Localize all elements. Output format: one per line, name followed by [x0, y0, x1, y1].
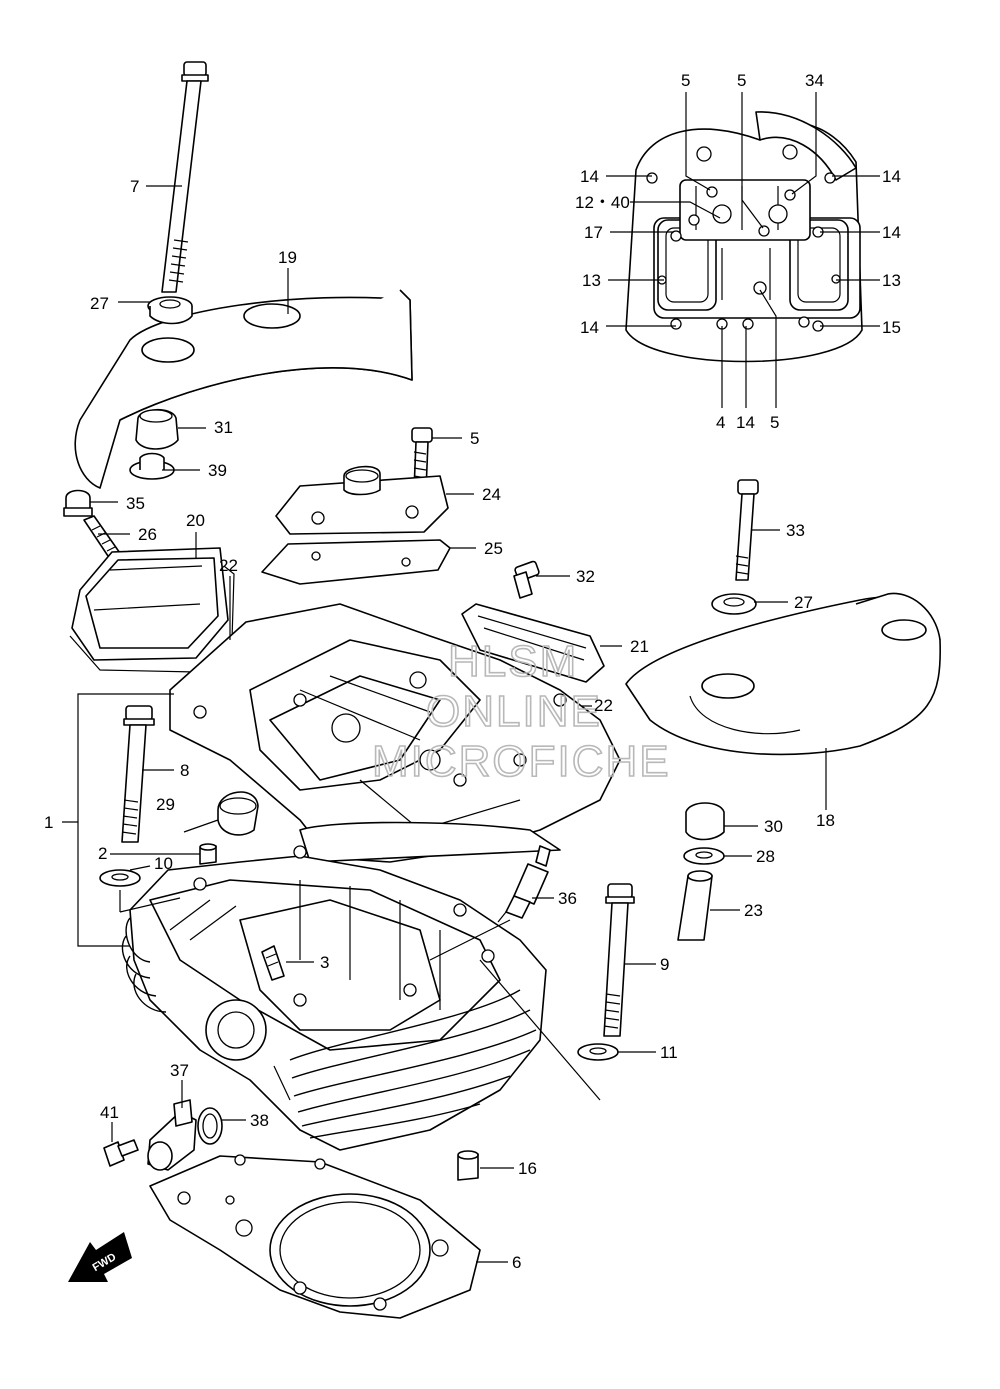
callout-5: 5	[470, 429, 479, 448]
callout-18: 18	[816, 811, 835, 830]
callout-34: 34	[805, 71, 824, 90]
watermark-line-1: HLSM	[448, 637, 578, 686]
callout-39: 39	[208, 461, 227, 480]
bolt-pattern-inset	[625, 111, 863, 363]
breather-gasket-25	[261, 539, 451, 585]
cylinder-head-cover-18	[625, 592, 941, 756]
fwd-arrow-icon	[68, 1232, 132, 1282]
leader-lines	[62, 92, 880, 1263]
callout-15: 15	[882, 318, 901, 337]
callout-23: 23	[744, 901, 763, 920]
callout-5: 5	[770, 413, 779, 432]
long-bolt-7	[161, 61, 209, 293]
callout-5: 5	[737, 71, 746, 90]
callout-2: 2	[98, 844, 107, 863]
collar-23	[677, 870, 713, 941]
callout-13: 13	[882, 271, 901, 290]
callout-14: 14	[882, 223, 901, 242]
callout-38: 38	[250, 1111, 269, 1130]
callout-19: 19	[278, 248, 297, 267]
callout-30: 30	[764, 817, 783, 836]
spark-plug-36	[497, 845, 551, 923]
callout-14: 14	[580, 318, 599, 337]
watermark-line-3: MICROFICHE	[372, 737, 671, 786]
cap-20	[71, 547, 229, 661]
callout-31: 31	[214, 418, 233, 437]
breather-cover-24	[275, 465, 449, 535]
callout-5: 5	[681, 71, 690, 90]
collar-39	[129, 452, 175, 480]
cylinder-head	[121, 845, 547, 1151]
dowel-16	[457, 1150, 479, 1181]
callout-29: 29	[156, 795, 175, 814]
callout-7: 7	[130, 177, 139, 196]
union-37	[147, 1099, 197, 1171]
callout-33: 33	[786, 521, 805, 540]
callout-4: 4	[716, 413, 725, 432]
callout-6: 6	[512, 1253, 521, 1272]
bolt-9	[603, 883, 635, 1037]
grommet-31	[135, 408, 179, 450]
callout-16: 16	[518, 1159, 537, 1178]
callout-1: 1	[44, 813, 53, 832]
callout-24: 24	[482, 485, 501, 504]
watermark: HLSM ONLINE MICROFICHE	[371, 636, 671, 787]
callout-9: 9	[660, 955, 669, 974]
callout-22: 22	[594, 696, 613, 715]
nut-35	[63, 489, 93, 517]
callout-13: 13	[582, 271, 601, 290]
callout-3: 3	[320, 953, 329, 972]
bolt-41	[103, 1139, 139, 1167]
callout-35: 35	[126, 494, 145, 513]
callout-25: 25	[484, 539, 503, 558]
plate-21	[461, 603, 605, 683]
o-ring-38	[197, 1107, 223, 1145]
callout-10: 10	[154, 854, 173, 873]
callout-37: 37	[170, 1061, 189, 1080]
stud-3	[261, 945, 285, 981]
bolt-33	[735, 479, 759, 581]
watermark-line-2: ONLINE	[426, 687, 602, 736]
cylinder-head-cover-19	[74, 289, 413, 489]
callout-14: 14	[580, 167, 599, 186]
callout-14: 14	[882, 167, 901, 186]
bolt-8	[121, 705, 155, 843]
washer-10	[99, 869, 141, 887]
plug-29	[217, 791, 259, 836]
callout-12-40: 12・40	[575, 193, 630, 212]
callout-8: 8	[180, 761, 189, 780]
callout-26: 26	[138, 525, 157, 544]
grommet-30	[685, 802, 725, 841]
callout-22: 22	[219, 556, 238, 575]
cam-carrier-assembly	[169, 603, 621, 863]
grommet-27-right	[711, 593, 757, 615]
callout-28: 28	[756, 847, 775, 866]
callout-27: 27	[794, 593, 813, 612]
callout-21: 21	[630, 637, 649, 656]
dowel-2	[199, 843, 217, 865]
callout-14: 14	[736, 413, 755, 432]
callout-11: 11	[660, 1043, 678, 1062]
washer-28	[683, 847, 725, 865]
head-gasket-6	[149, 1154, 481, 1319]
bolt-32	[513, 560, 540, 599]
callout-41: 41	[100, 1103, 119, 1122]
callout-20: 20	[186, 511, 205, 530]
callout-27: 27	[90, 294, 109, 313]
callout-36: 36	[558, 889, 577, 908]
callout-32: 32	[576, 567, 595, 586]
grommet-27-left	[147, 296, 193, 325]
washer-11	[577, 1043, 619, 1061]
callout-labels: 5 5 34 14 14 12・40 17 14 13 13 14 15 4 1…	[44, 71, 901, 1272]
callout-17: 17	[584, 223, 603, 242]
